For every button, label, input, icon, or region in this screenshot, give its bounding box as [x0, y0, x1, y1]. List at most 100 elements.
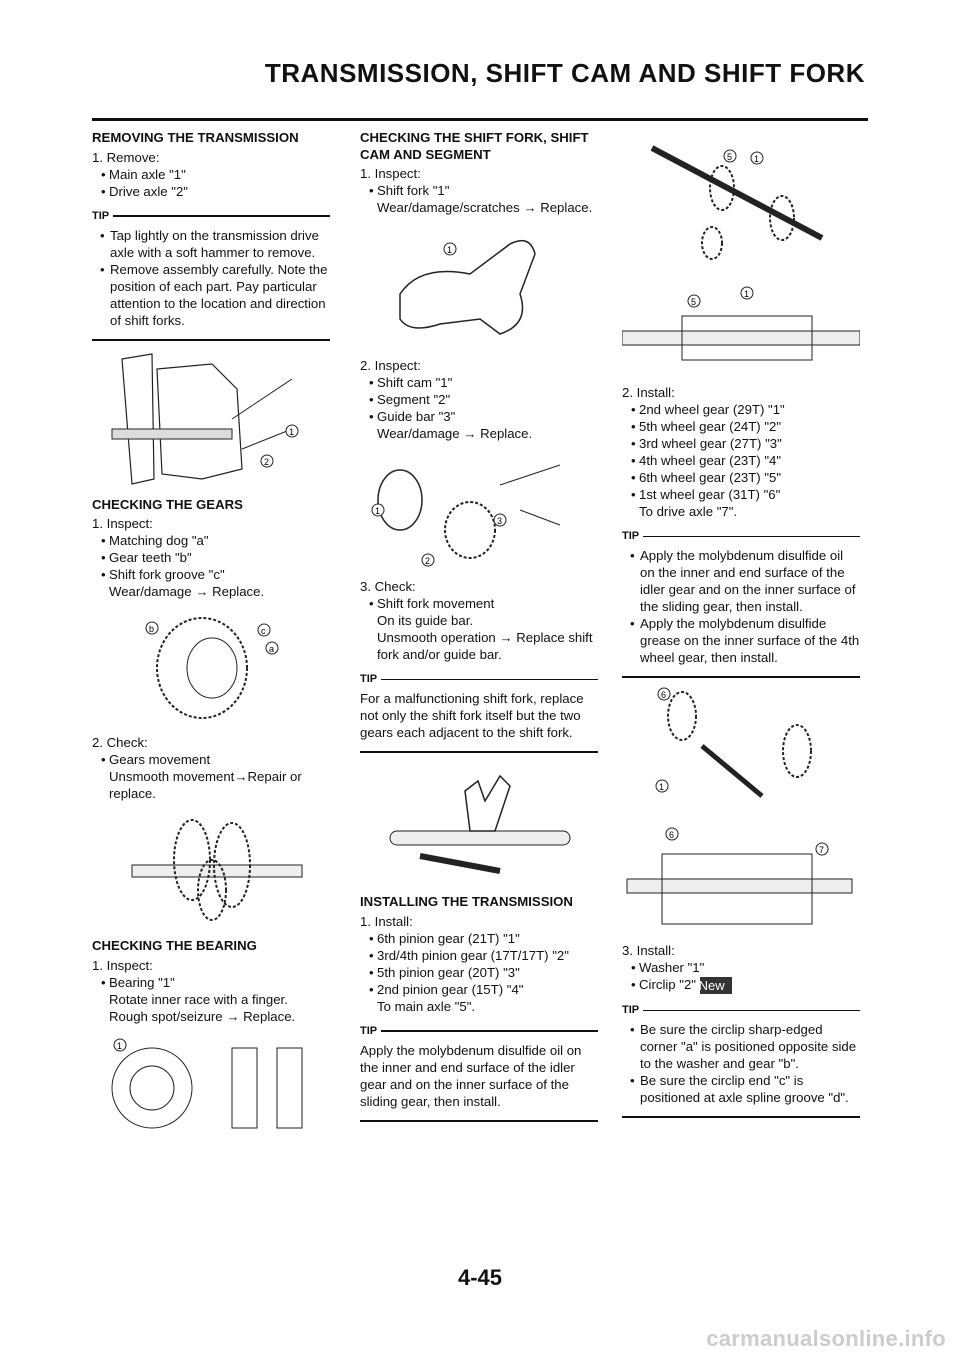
tip-bullet: Be sure the circlip end "c" is positione… — [622, 1072, 860, 1106]
bullet-item: Shift fork "1" — [369, 182, 598, 199]
section-title: CHECKING THE BEARING — [92, 938, 257, 953]
section-title: CHECKING THE SHIFT FORK, SHIFT CAM AND S… — [360, 130, 589, 162]
sub-text: Unsmooth movement→Repair or replace. — [109, 769, 302, 801]
callout-6: 6 — [669, 830, 674, 840]
callout-c: c — [261, 626, 266, 636]
drive-axle-exploded-figure: 6 1 — [655, 687, 812, 798]
callout-1: 1 — [744, 289, 749, 299]
callout-3: 3 — [497, 516, 502, 526]
sub-text: Unsmooth operation → Replace shift fork … — [377, 630, 593, 662]
bullet-item: Gears movement — [101, 751, 330, 768]
tip-bullet: Apply the molybdenum disulfide oil on th… — [622, 547, 860, 615]
gear-figure: b c a — [145, 617, 279, 719]
callout-a: a — [269, 644, 274, 654]
tip-label: TIP — [622, 530, 640, 542]
bullet-item: Circlip "2" New — [631, 976, 860, 995]
gear-set-figure — [131, 819, 303, 921]
tip-box: TIP Apply the molybdenum disulfide oil o… — [622, 528, 860, 678]
bullet-item: 5th wheel gear (24T) "2" — [631, 418, 860, 435]
tip-box: TIP For a malfunctioning shift fork, rep… — [360, 671, 598, 753]
bullet-item: 5th pinion gear (20T) "3" — [369, 964, 598, 981]
bullet-item: 6th pinion gear (21T) "1" — [369, 930, 598, 947]
column-2: CHECKING THE SHIFT FORK, SHIFT CAM AND S… — [360, 130, 598, 1122]
bullet-item: Shift fork groove "c" — [101, 566, 330, 583]
bullet-text: Circlip "2" — [639, 977, 696, 992]
step: 1. Inspect: — [360, 166, 421, 181]
drive-axle-assembled-figure: 6 7 — [626, 827, 853, 925]
shift-fork-figure: 1 — [399, 239, 536, 335]
bullet-item: Matching dog "a" — [101, 532, 330, 549]
bullet-item: 3rd/4th pinion gear (17T/17T) "2" — [369, 947, 598, 964]
bullet-item: Main axle "1" — [101, 166, 330, 183]
callout-b: b — [149, 624, 154, 634]
sub-text: Wear/damage/scratches → Replace. — [377, 200, 593, 215]
callout-1: 1 — [754, 154, 759, 164]
bullet-item: Shift fork movement — [369, 595, 598, 612]
page-title: TRANSMISSION, SHIFT CAM AND SHIFT FORK — [264, 58, 865, 88]
bullet-item: Gear teeth "b" — [101, 549, 330, 566]
callout-5: 5 — [691, 297, 696, 307]
tip-bullet: Be sure the circlip sharp-edged corner "… — [622, 1021, 860, 1072]
step: 1. Inspect: — [92, 516, 153, 531]
bullet-item: Bearing "1" — [101, 974, 330, 991]
section-title: INSTALLING THE TRANSMISSION — [360, 894, 573, 909]
watermark: carmanualsonline.info — [706, 1326, 946, 1351]
page-number: 4-45 — [457, 1265, 503, 1290]
tip-box: TIP Tap lightly on the transmission driv… — [92, 208, 330, 341]
callout-2: 2 — [264, 457, 269, 467]
callout-1: 1 — [375, 506, 380, 516]
bullet-item: Drive axle "2" — [101, 183, 330, 200]
main-axle-exploded-figure: 5 1 — [650, 145, 824, 260]
header-rule — [92, 118, 868, 121]
tip-text: Apply the molybdenum disulfide oil on th… — [360, 1042, 582, 1109]
tip-box: TIP Be sure the circlip sharp-edged corn… — [622, 1002, 860, 1119]
callout-1: 1 — [289, 427, 294, 437]
bullet-item: 3rd wheel gear (27T) "3" — [631, 435, 860, 452]
section-title: CHECKING THE GEARS — [92, 496, 243, 512]
new-badge: New — [699, 977, 732, 995]
sub-text: Wear/damage → Replace. — [377, 426, 533, 441]
tip-label: TIP — [360, 1024, 378, 1037]
bearing-figure: 1 — [111, 1038, 303, 1128]
tip-label: TIP — [92, 209, 110, 222]
sub-text: Rotate inner race with a finger. — [109, 991, 288, 1007]
step: 3. Check: — [360, 579, 416, 594]
bullet-item: 6th wheel gear (23T) "5" — [631, 469, 860, 486]
sub-text: To main axle "5". — [377, 998, 476, 1014]
section-title: REMOVING THE TRANSMISSION — [92, 130, 299, 145]
callout-1: 1 — [117, 1041, 122, 1051]
tip-bullet: Apply the molybdenum disulfide grease on… — [622, 615, 860, 666]
callout-2: 2 — [425, 556, 430, 566]
bullet-item: Segment "2" — [369, 391, 598, 408]
tip-bullet: Remove assembly carefully. Note the posi… — [92, 261, 330, 329]
callout-1: 1 — [659, 782, 664, 792]
tip-bullet: Tap lightly on the transmission drive ax… — [92, 227, 330, 261]
removal-figure: 1 2 — [111, 352, 299, 485]
tip-label: TIP — [622, 1004, 640, 1017]
callout-6: 6 — [661, 690, 666, 700]
step: 2. Check: — [92, 735, 148, 750]
step: 2. Install: — [622, 385, 675, 400]
sub-text: Wear/damage → Replace. — [109, 584, 265, 599]
step: 2. Inspect: — [360, 358, 421, 373]
column-1: REMOVING THE TRANSMISSION 1. Remove: Mai… — [92, 130, 330, 1151]
bullet-item: 4th wheel gear (23T) "4" — [631, 452, 860, 469]
tip-box: TIP Apply the molybdenum disulfide oil o… — [360, 1023, 598, 1122]
callout-5: 5 — [727, 152, 732, 162]
tip-text: For a malfunctioning shift fork, replace… — [360, 691, 584, 740]
step: 1. Install: — [360, 913, 413, 929]
bullet-item: 1st wheel gear (31T) "6" — [631, 486, 860, 503]
step: 1. Remove: — [92, 149, 160, 165]
sub-text: Rough spot/seizure → Replace. — [109, 1008, 296, 1024]
step: 3. Install: — [622, 943, 675, 958]
column-3: 5 1 5 1 2. Install: 2nd wheel gear (29T)… — [622, 128, 860, 1119]
bullet-item: Washer "1" — [631, 959, 860, 976]
callout-1: 1 — [447, 245, 452, 255]
tip-label: TIP — [360, 673, 378, 685]
fork-guide-figure — [389, 774, 571, 874]
step: 1. Inspect: — [92, 957, 153, 973]
bullet-item: Shift cam "1" — [369, 374, 598, 391]
bullet-item: Guide bar "3" — [369, 408, 598, 425]
shift-cam-figure: 1 2 3 — [371, 464, 561, 567]
sub-text: On its guide bar. — [377, 613, 474, 628]
